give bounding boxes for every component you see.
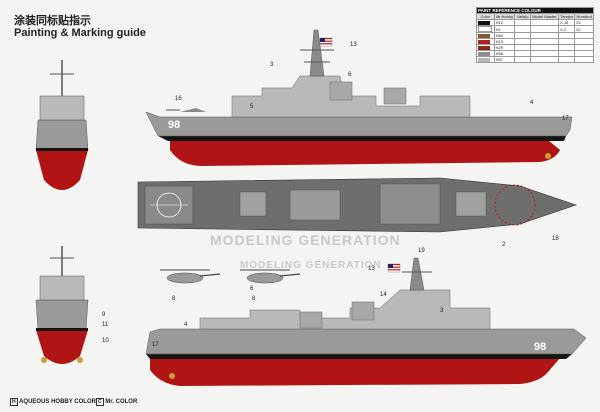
paint-swatch — [478, 26, 492, 32]
boot-topping — [146, 354, 572, 359]
paint-swatch — [478, 20, 490, 25]
callout-label: 16 — [175, 96, 182, 102]
vls-aft — [239, 191, 267, 217]
callout-label: 4 — [530, 100, 534, 106]
callout-label: 5 — [250, 104, 254, 110]
paint-swatch — [478, 57, 490, 62]
funnel-aft — [383, 87, 407, 105]
paint-row: H57 — [476, 56, 594, 63]
deck — [137, 177, 577, 233]
bow-view-lower — [35, 246, 89, 364]
callout-label: 3 — [440, 308, 444, 314]
callout-label: 6 — [348, 72, 352, 78]
helicopter-icon — [160, 269, 221, 284]
callout-label: 14 — [380, 292, 387, 298]
helicopter-icon — [240, 269, 301, 284]
bow-view-upper — [35, 60, 89, 190]
mr-color-label: Mr. COLOR — [105, 399, 138, 405]
callout-label: 9 — [102, 312, 106, 318]
aqueous-badge: H — [10, 398, 18, 406]
hull-bottom-red — [170, 140, 560, 166]
watermark-line2: MODELING GENERATION — [240, 260, 382, 271]
callout-label: 4 — [184, 322, 188, 328]
hull-number: 98 — [168, 119, 180, 131]
aqueous-label: AQUEOUS HOBBY COLOR — [19, 399, 96, 405]
page-title-en: Painting & Marking guide — [14, 27, 147, 39]
callout-label: 11 — [102, 322, 109, 328]
page-title-cn: 涂装同标贴指示 — [14, 14, 91, 27]
propeller-icon — [545, 153, 551, 159]
paint-cell — [514, 56, 531, 63]
callout-label: 19 — [418, 248, 425, 254]
side-profile-lower: 98 — [145, 257, 587, 386]
callout-labels: 16 3 6 13 4 17 5 2 18 19 13 8 8 4 17 6 1… — [102, 42, 569, 348]
paint-swatch — [478, 33, 490, 38]
callout-label: 17 — [562, 116, 569, 122]
superstructure — [199, 289, 491, 330]
callout-label: 2 — [502, 242, 506, 248]
gun-mount-outline — [494, 184, 536, 226]
funnel-forward — [351, 301, 375, 321]
gun-turret — [180, 108, 206, 112]
hull-side — [145, 111, 573, 137]
hull-number: 98 — [534, 341, 546, 353]
callout-label: 6 — [250, 286, 254, 292]
mast — [409, 257, 425, 291]
hull-side — [145, 328, 587, 355]
boot-topping — [158, 136, 566, 141]
callout-label: 17 — [152, 342, 159, 348]
callout-label: 13 — [350, 42, 357, 48]
top-view — [137, 177, 577, 233]
bridge-top — [379, 183, 441, 225]
paint-swatch — [478, 39, 490, 44]
callout-label: 8 — [252, 296, 256, 302]
us-flag-icon — [319, 37, 333, 47]
paint-cell — [557, 56, 576, 63]
paint-swatch — [478, 45, 490, 50]
callout-label: 3 — [270, 62, 274, 68]
vls-forward — [455, 191, 487, 217]
paint-reference-table: PAINT REFERENCE COLOUR Color Mr.Hobby Va… — [476, 7, 594, 63]
hull-bottom-red — [150, 358, 560, 386]
mast — [309, 29, 325, 77]
mr-color-badge: C — [96, 398, 104, 406]
callout-label: 18 — [552, 236, 559, 242]
callout-label: 10 — [102, 338, 109, 344]
side-profile-upper: 98 — [145, 29, 573, 166]
superstructure-top — [289, 189, 341, 221]
callout-label: 13 — [368, 266, 375, 272]
propeller-icon — [169, 373, 175, 379]
watermark-line1: MODELING GENERATION — [210, 232, 401, 248]
us-flag-icon — [387, 263, 401, 273]
paint-cell — [574, 56, 594, 63]
footer-mr-color: C Mr. COLOR — [96, 398, 137, 406]
funnel-forward — [329, 81, 353, 101]
callout-label: 8 — [172, 296, 176, 302]
footer-aqueous: H AQUEOUS HOBBY COLOR — [10, 398, 96, 406]
funnel-aft — [299, 311, 323, 329]
paint-swatch — [478, 51, 490, 56]
